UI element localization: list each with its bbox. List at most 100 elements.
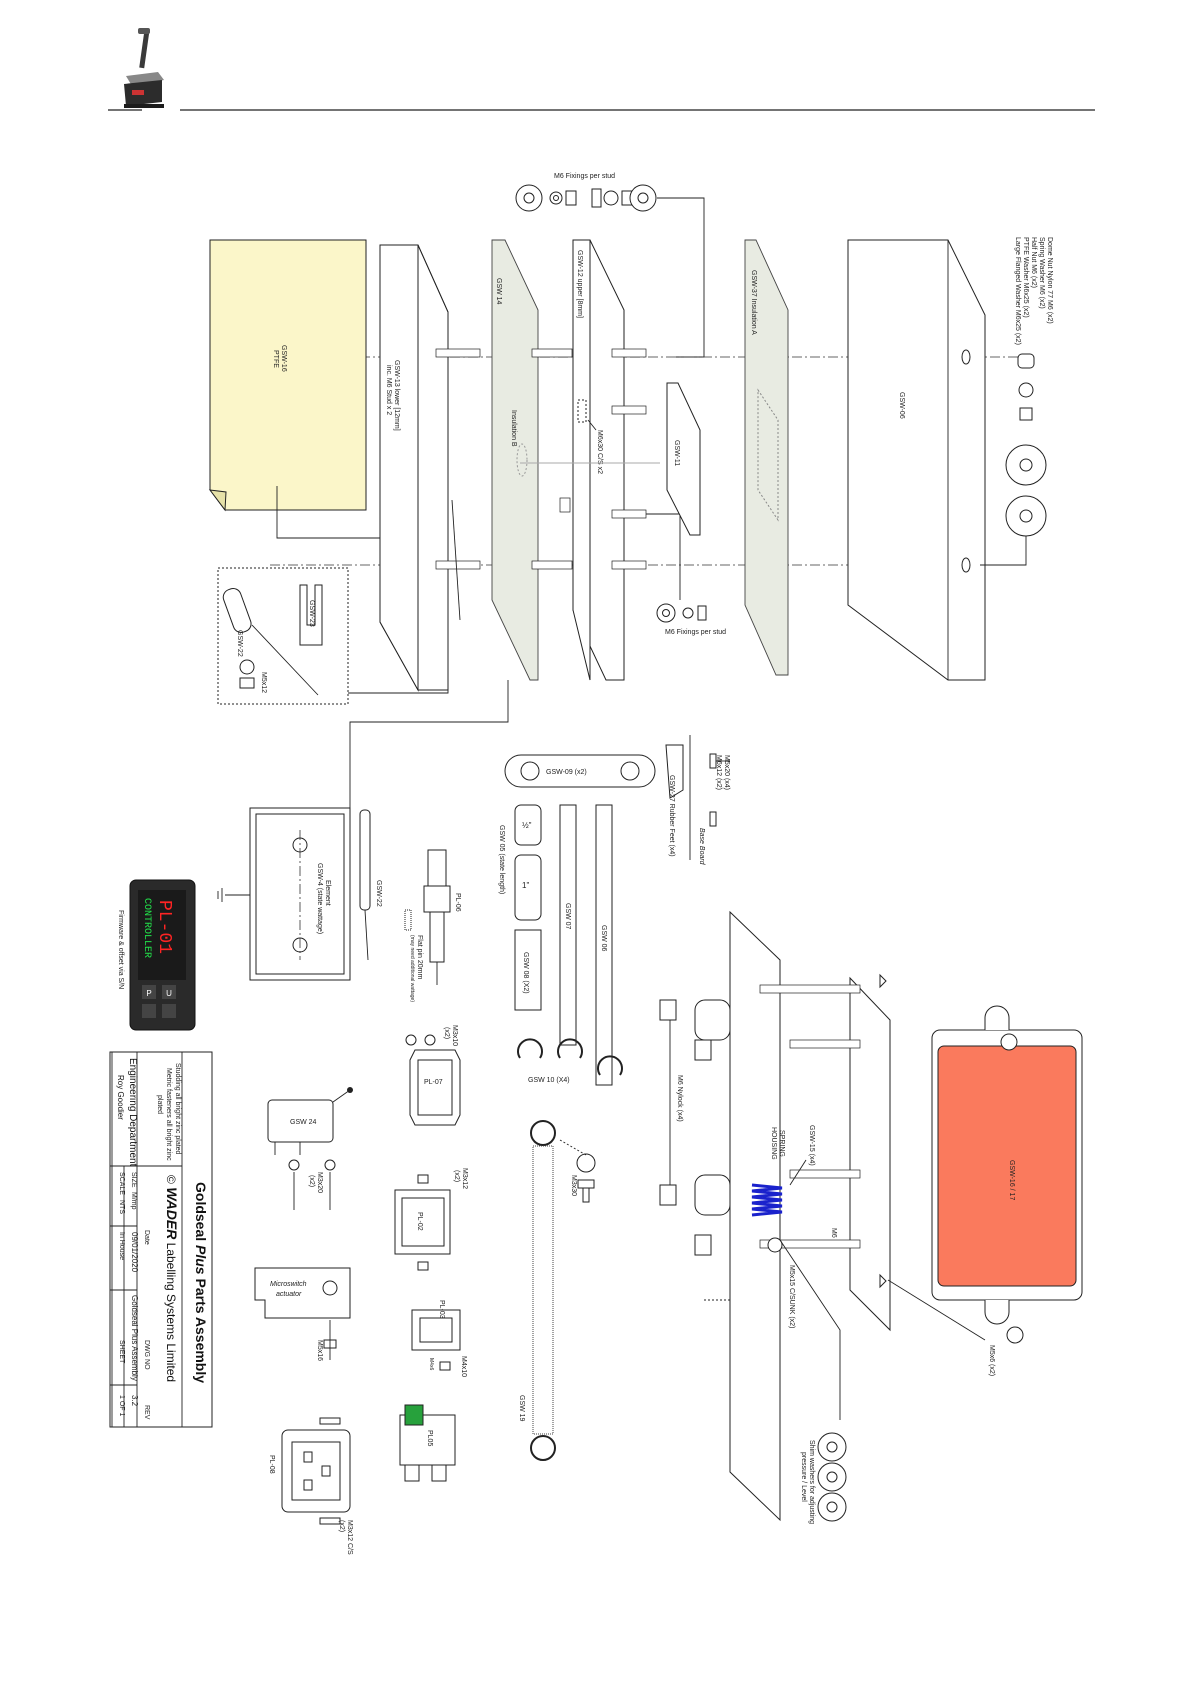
gsw10-label: GSW 10 (X4) (528, 1077, 570, 1084)
scale-value: NTS (118, 1200, 125, 1214)
shim-label-1: Shim washers for adjusting (808, 1440, 815, 1524)
pl08-label: PL-08 (268, 1455, 275, 1474)
gsw12-label: GSW-12 upper [8mm] (576, 250, 583, 318)
microswitch-label-1: Microswitch (270, 1281, 307, 1288)
pl02-label: PL-02 (416, 1212, 423, 1231)
gsw09-link: GSW-09 (x2) (504, 754, 656, 788)
gsw10-circlips: GSW 10 (X4) (517, 1038, 623, 1084)
pl07-part: PL-07 M3x10 (x2) (405, 1025, 461, 1126)
case-gsw16-17: GSW-16 / 17 M5x6 (x2) (887, 1005, 1083, 1376)
controller: PL-01 CONTROLLER U P Firmware & offset v… (117, 879, 196, 1031)
m6-fixings-top: M6 Fixings per stud (515, 173, 705, 358)
m3x12-label: M3x12 (461, 1168, 468, 1189)
gsw09-label: GSW-09 (x2) (546, 769, 587, 776)
parts-list-top-right: Dome Nut Nylon 77 M6 (x2) Spring Washer … (980, 237, 1053, 566)
title-part-2: Parts Assembly (193, 1275, 209, 1384)
gsw13-lower-plate: GSW-13 lower [12mm] inc. M6 Stud x 2 (379, 244, 481, 692)
svg-text:Goldseal Plus Parts Assembly: Goldseal Plus Parts Assembly (193, 1182, 209, 1383)
pl05-rocker-switch: PL05 (399, 1404, 456, 1482)
insulation-b-label: Insulation B (510, 410, 517, 447)
controller-key-p: P (146, 989, 151, 998)
gsw06-box: GSW-06 (847, 239, 986, 681)
m3x12cs-qty: (x2) (338, 1520, 345, 1532)
date-value: 09/01/2020 (130, 1232, 139, 1273)
element-label-2: GSW-4 (state wattage) (316, 863, 323, 934)
dwg-header: DWG NO (143, 1340, 150, 1370)
rubber-feet: M5x20 (x4) M6x12 (x2) GSW-27 Rubber Feet… (665, 735, 730, 866)
gsw13-inc-label: inc. M6 Stud x 2 (385, 365, 392, 415)
m6x12-label: M6x12 (x2) (715, 755, 722, 790)
pl02-part: PL-02 M3x12 (x2) (394, 1168, 468, 1271)
parts-list-line-2: Spring Washer M6 (x2) (1038, 237, 1045, 309)
sheet-header: SHEET (118, 1340, 125, 1364)
microswitch-actuator: Microswitch actuator M5x16 (254, 1267, 351, 1361)
gsw11-label: GSW-11 (673, 440, 680, 466)
flat-pin-label: Flat pin 20mm (416, 935, 423, 980)
department: Engineering Department (127, 1058, 138, 1167)
heat-press-machine-icon (124, 28, 164, 108)
gsw19-label: GSW 19 (518, 1395, 525, 1422)
m6-fixings-top-label: M6 Fixings per stud (554, 173, 615, 180)
sheet-value: 1 OF 1 (118, 1395, 125, 1417)
rev-header: REV (143, 1405, 150, 1420)
gsw05-label: GSW 05 (state length) (498, 825, 505, 894)
one-inch-label: 1" (522, 881, 529, 890)
m5x16-label: M5x16 (316, 1340, 323, 1361)
title-block: Goldseal Plus Parts Assembly © WADER Lab… (109, 1051, 213, 1428)
m3x12cs-label: M3x12 C/S (346, 1520, 353, 1555)
pl03-label: PL-03 (438, 1300, 445, 1319)
sensor-detail-box: GSW-23 GSW-22 M5x12 (217, 567, 449, 705)
gsw27-label: GSW-27 Rubber Feet (x4) (668, 775, 675, 857)
controller-key-u: U (166, 989, 172, 998)
m6-fixings-bottom-label: M6 Fixings per stud (665, 629, 726, 636)
gsw12-upper-plate: GSW-12 upper [8mm] M6x30 C/S x2 (520, 239, 660, 681)
pl07-label: PL-07 (424, 1079, 443, 1086)
controller-display-mid: CONTROLLER (141, 898, 152, 958)
m5x15-label: M5x15 C/SUNK (x2) (788, 1265, 795, 1328)
gsw13-label: GSW-13 lower [12mm] (393, 360, 400, 431)
pl05-label: PL05 (426, 1430, 433, 1446)
scale-header: SCALE (118, 1172, 125, 1195)
m6x30-label: M6x30 C/S x2 (596, 430, 603, 474)
rev-value: 3.2 (130, 1395, 139, 1407)
size-header: SIZE (130, 1172, 137, 1188)
title-part-1: Goldseal (193, 1182, 209, 1245)
base-assembly: M6 Nylock (x4) GSW-15 (x4) SPRING HOUSIN… (659, 910, 891, 1522)
date-header: Date (143, 1230, 150, 1245)
dwg-value: Goldseal Plus Assembly (130, 1295, 139, 1381)
company-copyright: © (164, 1175, 178, 1184)
flat-pin-label-2: (may need additional wattage) (409, 935, 415, 1002)
svg-text:© WADER Labelling Syst: © WADER Labelling Systems Limited (164, 1175, 180, 1382)
m3x12-qty: (x2) (453, 1170, 460, 1182)
gsw37-insulation-a: GSW-37 Insulation A (744, 239, 789, 676)
rods: ½" GSW 05 (state length) 1" GSW 08 (X2) … (498, 804, 613, 1086)
gsw19-spring: GSW 19 M3x30 (518, 1120, 596, 1461)
pl08-iec-socket: PL-08 M3x12 C/S (x2) (268, 1417, 353, 1555)
in-house: In House (118, 1232, 125, 1260)
base-board-label: Base Board (698, 828, 705, 866)
parts-list-line-3: Half Nut M6 (x2) (1030, 237, 1037, 288)
m6-label: M6 (830, 1228, 837, 1238)
pl03-part: PL-03 M4x10 M4x6 (411, 1300, 467, 1377)
pl06-plug: PL-06 Flat pin 20mm (may need additional… (404, 849, 461, 1002)
gsw23-label: GSW-23 (308, 600, 315, 627)
gsw24-microswitch: GSW 24 M3x20 (x2) (267, 1087, 353, 1210)
controller-display-top: PL-01 (154, 900, 174, 954)
note-line-3: plated (156, 1095, 163, 1114)
company-logo: WADER (164, 1187, 180, 1240)
m3x20-label: M3x20 (316, 1172, 323, 1193)
microswitch-label-2: actuator (276, 1291, 302, 1298)
m5x12-label: M5x12 (260, 672, 267, 693)
half-inch-label: ½" (522, 821, 532, 830)
element-gsw4: Element GSW-4 (state wattage) (217, 807, 351, 981)
gsw08-label: GSW 08 (X2) (522, 952, 529, 994)
gsw37-label: GSW-37 Insulation A (750, 270, 757, 335)
gsw22-small-label: GSW-22 (236, 630, 243, 657)
gsw15-label: GSW-15 (x4) (808, 1125, 815, 1166)
spring-housing-label-2: HOUSING (770, 1127, 777, 1160)
m4x10-label: M4x10 (460, 1356, 467, 1377)
shim-washers: Shim washers for adjusting pressure / Le… (800, 1432, 847, 1524)
m3x10-label: M3x10 (451, 1025, 458, 1046)
m5x6-label: M5x6 (x2) (988, 1345, 995, 1376)
